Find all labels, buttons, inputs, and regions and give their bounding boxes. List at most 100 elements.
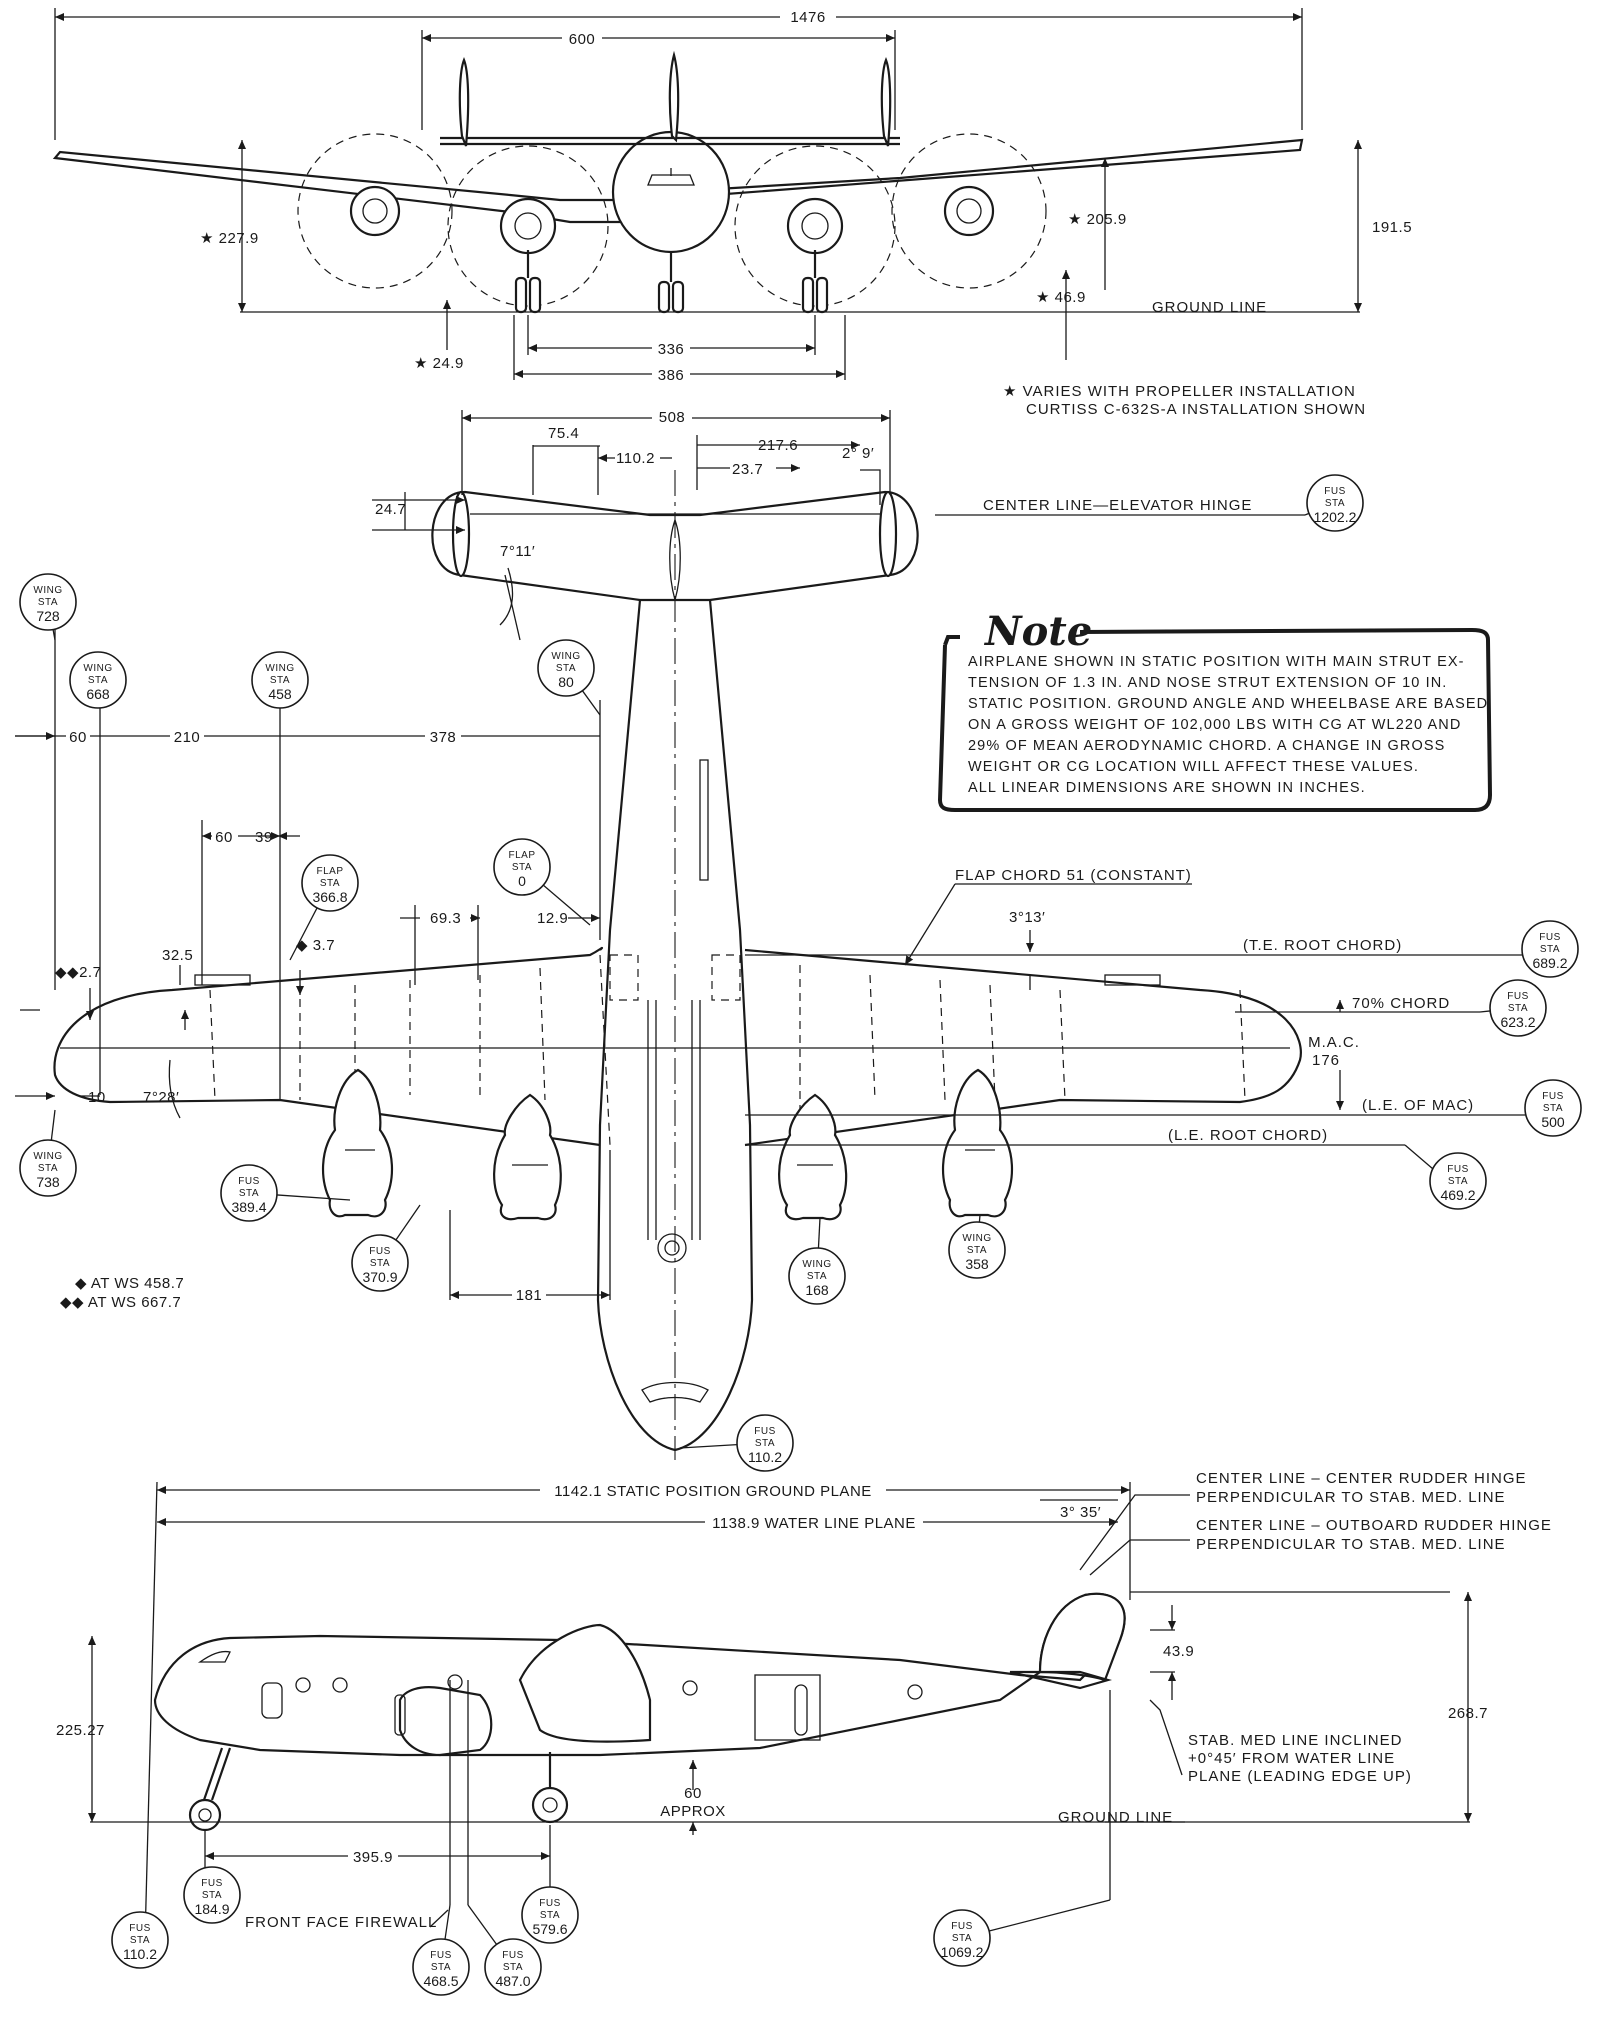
station-bubble-type: FUS: [1507, 991, 1529, 1002]
dim-110-2-label: 110.2: [616, 450, 655, 467]
stab-note-line-1: STAB. MED LINE INCLINED: [1188, 1732, 1402, 1749]
station-bubble-sta: STA: [202, 1890, 222, 1901]
station-bubble-sta: STA: [270, 675, 290, 686]
note-line-5: 29% OF MEAN AERODYNAMIC CHORD. A CHANGE …: [968, 738, 1445, 754]
station-bubble-type: FUS: [430, 1950, 452, 1961]
station-bubble-value: 487.0: [495, 1973, 530, 1989]
station-bubble-type: WING: [802, 1259, 831, 1270]
top-nacelle-1: [323, 1070, 392, 1216]
dim-60a-label: 60: [69, 729, 87, 746]
dim-3-7-label: ◆ 3.7: [296, 937, 335, 954]
station-bubble-sta: STA: [88, 675, 108, 686]
angle-3-35-label: 3° 35′: [1060, 1504, 1101, 1521]
station-bubble-sta: STA: [512, 862, 532, 873]
top-nacelle-4: [943, 1070, 1012, 1216]
nacelle-clear-label: ★ 46.9: [1036, 289, 1086, 306]
fin-height-label: 191.5: [1372, 219, 1412, 236]
front-nacelle-3: [788, 199, 842, 253]
station-bubble-value: 668: [86, 686, 110, 702]
top-left-flap-lines: [210, 955, 610, 1145]
station-bubble-sta: STA: [1543, 1103, 1563, 1114]
dim-32-5-label: 32.5: [162, 947, 193, 964]
station-bubble-sta: STA: [38, 1163, 58, 1174]
station-bubble-sta: STA: [1540, 944, 1560, 955]
station-bubble-sta: STA: [431, 1962, 451, 1973]
dim-181-label: 181: [516, 1287, 543, 1304]
rudder-outboard-line-1: CENTER LINE – OUTBOARD RUDDER HINGE: [1196, 1517, 1552, 1534]
dim-12-9-label: 12.9: [537, 910, 568, 927]
side-cargo-door: [755, 1675, 820, 1740]
station-bubble-type: WING: [33, 585, 62, 596]
dim-395-9-label: 395.9: [353, 1849, 393, 1866]
station-bubble-type: FUS: [1324, 486, 1346, 497]
station-bubble-sta: STA: [967, 1245, 987, 1256]
station-bubble-leader: [979, 1215, 980, 1222]
span-dim-label: 1476: [790, 9, 825, 26]
dim-10-label: 10: [88, 1089, 106, 1106]
front-left-fin: [460, 60, 468, 146]
front-right-fin: [882, 60, 890, 146]
prop-clear-label: ★ 24.9: [414, 355, 464, 372]
top-right-flap-lines: [800, 965, 1245, 1145]
front-main-gear-left: [516, 250, 540, 312]
station-bubble-value: 1069.2: [941, 1944, 984, 1960]
station-bubble-leader: [582, 691, 600, 715]
angle-3-13-label: 3°13′: [1009, 909, 1045, 926]
station-bubble-sta: STA: [38, 597, 58, 608]
firewall-label: FRONT FACE FIREWALL: [245, 1914, 437, 1931]
dim-268-7-label: 268.7: [1448, 1705, 1488, 1722]
note-line-7: ALL LINEAR DIMENSIONS ARE SHOWN IN INCHE…: [968, 780, 1366, 796]
station-bubble-type: FUS: [951, 1921, 973, 1932]
front-fuselage: [613, 132, 729, 252]
station-bubble-type: WING: [265, 663, 294, 674]
station-bubble-type: FUS: [201, 1878, 223, 1889]
note-line-4: ON A GROSS WEIGHT OF 102,000 LBS WITH CG…: [968, 717, 1461, 733]
dim-69-3-label: 69.3: [430, 910, 461, 927]
dim-60-approx: 60: [684, 1785, 702, 1802]
tip-height-label: ★ 227.9: [200, 230, 259, 247]
dim-75-4-label: 75.4: [548, 425, 579, 442]
dim-210-label: 210: [174, 729, 201, 746]
side-door-front: [262, 1683, 282, 1718]
station-bubble-value: 623.2: [1500, 1014, 1535, 1030]
station-bubble-leader: [396, 1205, 420, 1240]
te-root-label: (T.E. ROOT CHORD): [1243, 937, 1402, 954]
station-bubble-type: FUS: [369, 1246, 391, 1257]
legend-double-diamond: ◆◆ AT WS 667.7: [60, 1294, 181, 1311]
station-bubble-value: 728: [36, 608, 60, 624]
side-view: 1142.1 STATIC POSITION GROUND PLANE 1138…: [56, 1470, 1552, 1940]
station-bubble-type: WING: [83, 663, 112, 674]
station-bubble-value: 358: [965, 1256, 989, 1272]
front-nacelle-4: [945, 187, 993, 235]
tread-outer-label: 386: [658, 367, 685, 384]
side-ground-label: GROUND LINE: [1058, 1809, 1173, 1826]
station-bubble-sta: STA: [952, 1933, 972, 1944]
station-bubble-sta: STA: [540, 1910, 560, 1921]
side-main-gear: [533, 1752, 567, 1822]
station-bubble-sta: STA: [1508, 1003, 1528, 1014]
front-main-gear-right: [803, 250, 827, 312]
station-bubble-type: FUS: [539, 1898, 561, 1909]
station-bubble-value: 579.6: [532, 1921, 567, 1937]
top-left-fin: [453, 492, 469, 576]
station-bubble-sta: STA: [503, 1962, 523, 1973]
chord70-label: 70% CHORD: [1352, 995, 1450, 1012]
station-bubble-value: 370.9: [362, 1269, 397, 1285]
station-bubble-value: 366.8: [312, 889, 347, 905]
station-bubble-leader: [818, 1218, 820, 1248]
stab-span-label: 508: [659, 409, 686, 426]
dim-23-7-label: 23.7: [732, 461, 763, 478]
